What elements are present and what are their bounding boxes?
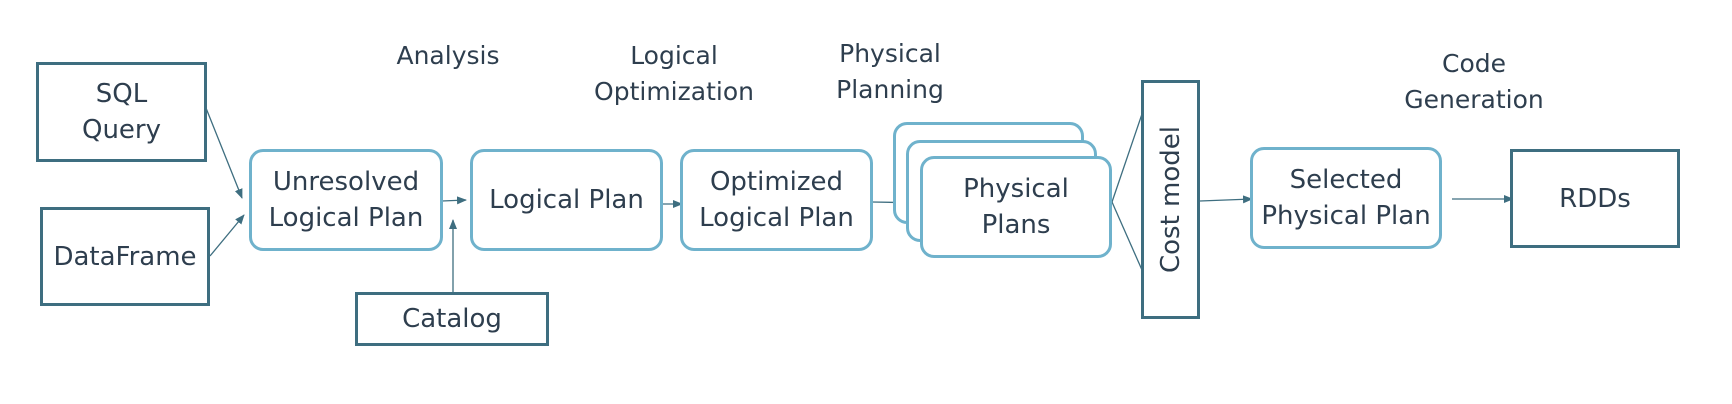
node-sql-query: SQL Query	[36, 62, 207, 162]
node-physical-plans: Physical Plans	[920, 156, 1112, 258]
arrow-unresolved-to-logical	[441, 196, 467, 205]
node-cost-model: Cost model	[1141, 80, 1200, 319]
node-catalog: Catalog	[355, 292, 549, 346]
node-selected-physical-plan: Selected Physical Plan	[1250, 147, 1442, 249]
node-logical-plan: Logical Plan	[470, 149, 663, 251]
node-rdds: RDDs	[1510, 149, 1680, 248]
cost-model-label: Cost model	[1155, 125, 1186, 274]
stage-label-code-generation: Code Generation	[1404, 49, 1544, 114]
line-physical-to-cost-lower	[1111, 201, 1143, 271]
stage-label-physical-planning: Physical Planning	[836, 39, 944, 104]
arrow-cost-to-selected	[1199, 195, 1253, 204]
line-physical-to-cost-upper	[1111, 113, 1143, 203]
node-dataframe: DataFrame	[40, 207, 210, 306]
stage-label-analysis: Analysis	[396, 41, 500, 70]
arrow-sql-to-unresolved	[205, 107, 243, 199]
node-optimized-logical-plan: Optimized Logical Plan	[680, 149, 873, 251]
arrow-dataframe-to-unresolved	[209, 214, 245, 257]
stage-label-logical-optimization: Logical Optimization	[594, 41, 754, 106]
node-unresolved-logical-plan: Unresolved Logical Plan	[249, 149, 443, 251]
